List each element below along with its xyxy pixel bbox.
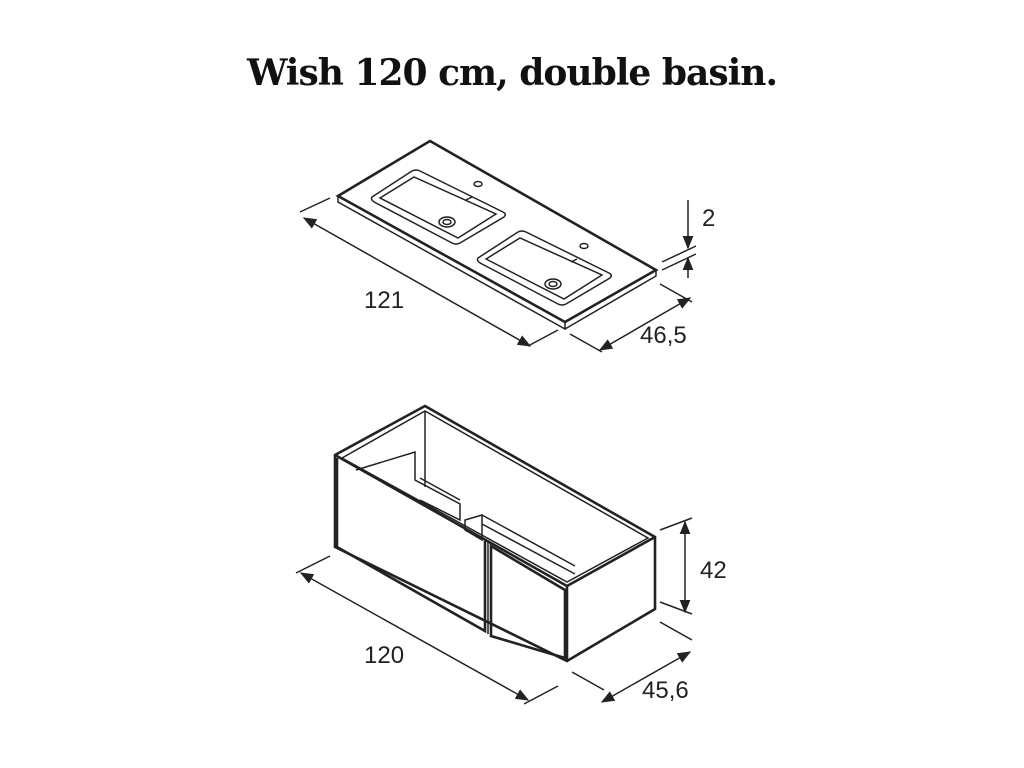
right-drain-icon — [544, 278, 562, 290]
page-title: Wish 120 cm, double basin. — [247, 52, 778, 94]
cabinet-depth-ext-front — [571, 671, 605, 691]
cabinet-depth-ext-back — [659, 621, 693, 641]
basin-depth-dim-line — [598, 297, 692, 351]
left-inner-drawer — [355, 450, 461, 522]
basin-width-ext-left — [299, 197, 331, 213]
basin-thickness-ext-top — [661, 245, 697, 263]
basin-width-label: 121 — [364, 287, 404, 314]
basin-thickness-ext-bottom — [661, 253, 697, 271]
cabinet-width-ext-left — [295, 555, 331, 574]
double-basin-drawing: 121 46,5 2 — [299, 139, 715, 353]
cabinet-depth-label: 45,6 — [642, 677, 689, 704]
basin-thickness-label: 2 — [702, 205, 715, 232]
cabinet-height-ext-top — [659, 517, 693, 531]
vanity-cabinet-drawing: 120 45,6 42 — [295, 404, 727, 705]
cabinet-outline — [333, 404, 657, 663]
cabinet-height-label: 42 — [700, 557, 727, 584]
right-faucet-hole-icon — [579, 242, 589, 250]
cabinet-divider — [464, 513, 483, 542]
basin-depth-label: 46,5 — [640, 322, 687, 349]
cabinet-depth-dim-line — [600, 651, 692, 703]
right-bowl-outline — [476, 230, 613, 306]
cabinet-top-rim — [334, 453, 656, 588]
cabinet-width-dim-line — [299, 572, 530, 701]
basin-side-edge — [564, 270, 657, 330]
right-inner-drawer — [481, 514, 576, 575]
basin-depth-ext-front — [569, 333, 603, 353]
basin-width-dim-line — [302, 217, 532, 347]
left-drain-icon — [438, 216, 456, 228]
cabinet-width-ext-right — [523, 685, 559, 705]
cabinet-height-ext-bottom — [659, 601, 693, 615]
basin-width-ext-right — [527, 329, 559, 347]
left-faucet-hole-icon — [473, 180, 483, 188]
left-bowl-outline — [370, 169, 507, 245]
cabinet-width-label: 120 — [364, 642, 404, 669]
right-bowl-inner — [484, 237, 604, 300]
